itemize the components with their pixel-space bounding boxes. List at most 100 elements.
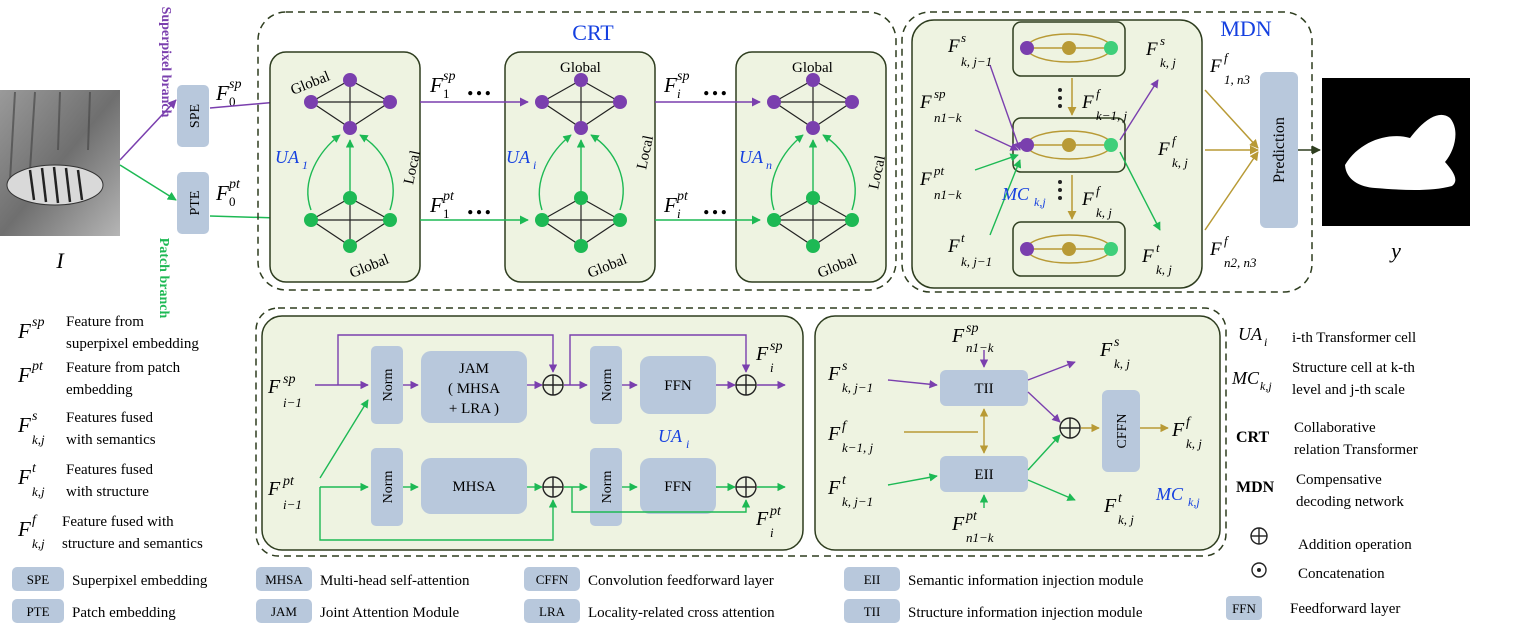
legend-right-item: FFN Feedforward layer bbox=[1226, 596, 1400, 620]
mdn-label-mc: MC k,j bbox=[1001, 184, 1046, 209]
svg-text:k, j−1: k, j−1 bbox=[842, 380, 873, 395]
crt-title: CRT bbox=[572, 20, 614, 45]
ua-detail-title: UA i bbox=[658, 426, 689, 451]
svg-text:f: f bbox=[1224, 233, 1230, 248]
patch-branch-label: Patch branch bbox=[156, 238, 171, 319]
svg-text:F: F bbox=[827, 363, 841, 385]
svg-text:Compensative: Compensative bbox=[1296, 472, 1382, 488]
svg-text:t: t bbox=[1156, 240, 1160, 255]
svg-text:F: F bbox=[951, 513, 965, 535]
mc-arrows bbox=[887, 350, 1169, 508]
arrow-image-to-pte bbox=[119, 164, 177, 201]
mdn-arrow-green-2 bbox=[989, 159, 1022, 236]
mdn-arrow-out-s bbox=[1119, 79, 1159, 141]
svg-text:F: F bbox=[919, 92, 932, 113]
mc-tii-label: TII bbox=[974, 381, 993, 397]
svg-text:sp: sp bbox=[677, 69, 689, 84]
svg-text:MC: MC bbox=[1231, 368, 1260, 388]
svg-text:Feature fused with: Feature fused with bbox=[62, 514, 174, 530]
svg-text:pt: pt bbox=[965, 509, 978, 524]
legend-right-item: UA i i-th Transformer cell bbox=[1238, 324, 1416, 349]
legend-concat-symbol bbox=[1251, 562, 1267, 578]
ua-norm-4-label: Norm bbox=[600, 471, 615, 504]
svg-text:f: f bbox=[842, 419, 848, 434]
svg-text:…: … bbox=[702, 191, 728, 220]
svg-text:f: f bbox=[1096, 86, 1102, 101]
svg-text:F: F bbox=[267, 478, 281, 500]
svg-text:F: F bbox=[1103, 495, 1117, 517]
ua-mhsa-label: MHSA bbox=[452, 479, 496, 495]
ua-norm-3 bbox=[371, 448, 403, 526]
svg-text:CRT: CRT bbox=[1236, 429, 1270, 446]
mdn-arrow-purple-2 bbox=[974, 129, 1019, 151]
svg-text:Multi-head self-attention: Multi-head self-attention bbox=[320, 573, 470, 589]
mc-eii bbox=[940, 456, 1028, 492]
ua-ffn-1-label: FFN bbox=[664, 378, 692, 394]
svg-text:k, j: k, j bbox=[1156, 262, 1172, 277]
svg-text:n2, n3: n2, n3 bbox=[1224, 255, 1257, 270]
svg-text:f: f bbox=[1224, 50, 1230, 65]
svg-text:level and j-th scale: level and j-th scale bbox=[1292, 382, 1405, 398]
svg-text:F: F bbox=[1081, 92, 1094, 113]
svg-text:Feature from patch: Feature from patch bbox=[66, 360, 181, 376]
svg-text:relation Transformer: relation Transformer bbox=[1294, 442, 1418, 458]
svg-text:embedding: embedding bbox=[66, 382, 133, 398]
svg-text:pt: pt bbox=[676, 189, 689, 204]
legend-right-item: MC k,j Structure cell at k-th level and … bbox=[1231, 360, 1415, 398]
svg-text:i−1: i−1 bbox=[283, 395, 302, 410]
svg-text:i: i bbox=[1264, 335, 1267, 349]
svg-text:F: F bbox=[1171, 419, 1185, 441]
legend-right-item: MDN Compensative decoding network bbox=[1236, 472, 1404, 510]
global-label-2a: Global bbox=[560, 60, 601, 76]
detail-dashed-frame bbox=[255, 307, 1227, 557]
svg-text:k,j: k,j bbox=[32, 432, 45, 447]
svg-text:k, j: k, j bbox=[1118, 512, 1134, 527]
spe-module bbox=[177, 85, 209, 147]
local-label-2: Local bbox=[634, 134, 657, 171]
svg-text:structure and semantics: structure and semantics bbox=[62, 536, 203, 552]
svg-text:sp: sp bbox=[32, 315, 44, 330]
svg-text:F: F bbox=[1209, 56, 1222, 77]
svg-text:n1−k: n1−k bbox=[934, 110, 962, 125]
arrow-spe-out bbox=[209, 98, 279, 109]
svg-text:Features fused: Features fused bbox=[66, 462, 154, 478]
svg-text:Locality-related cross attenti: Locality-related cross attention bbox=[588, 605, 775, 621]
svg-text:F: F bbox=[755, 508, 769, 530]
svg-text:F: F bbox=[827, 477, 841, 499]
global-label-3a: Global bbox=[792, 60, 833, 76]
svg-text:F: F bbox=[951, 325, 965, 347]
svg-text:TII: TII bbox=[864, 604, 881, 619]
svg-text:F: F bbox=[17, 465, 31, 489]
ua-norm-4 bbox=[590, 448, 622, 526]
local-label-3: Local bbox=[866, 154, 889, 191]
svg-text:i: i bbox=[770, 525, 774, 540]
svg-text:k,j: k,j bbox=[1034, 195, 1046, 209]
svg-text:UA: UA bbox=[275, 147, 300, 167]
ua-label-n: UA n bbox=[739, 147, 772, 172]
svg-text:F: F bbox=[267, 376, 281, 398]
svg-text:F: F bbox=[215, 181, 229, 205]
svg-text:F: F bbox=[1099, 339, 1113, 361]
legend-right-item: Concatenation bbox=[1251, 562, 1385, 582]
svg-text:LRA: LRA bbox=[539, 604, 566, 619]
mc-detail-title: MC k,j bbox=[1155, 484, 1200, 509]
legend-bottom-item: LRA Locality-related cross attention bbox=[524, 599, 775, 623]
svg-text:k, j: k, j bbox=[1096, 205, 1112, 220]
svg-text:F: F bbox=[947, 36, 960, 57]
svg-text:F: F bbox=[755, 343, 769, 365]
svg-text:1: 1 bbox=[443, 86, 450, 101]
label-f0-sp: F sp 0 bbox=[215, 77, 241, 109]
legend-right-item: Addition operation bbox=[1250, 527, 1412, 553]
svg-text:i: i bbox=[677, 86, 681, 101]
svg-text:t: t bbox=[32, 461, 37, 476]
svg-text:n1−k: n1−k bbox=[934, 187, 962, 202]
